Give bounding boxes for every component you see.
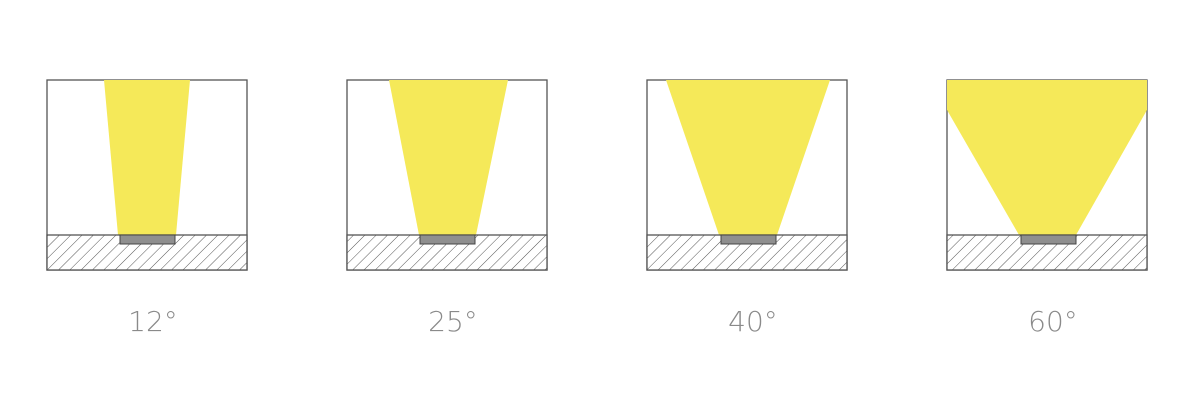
beam-panel-60: 60° xyxy=(946,79,1148,338)
light-beam xyxy=(666,80,830,235)
light-beam xyxy=(104,80,190,235)
beam-angle-label: 25° xyxy=(428,305,478,338)
led-strip xyxy=(419,234,476,245)
beam-angle-label: 12° xyxy=(128,305,178,338)
beam-panel-40: 40° xyxy=(646,79,848,338)
led-strip xyxy=(720,234,777,245)
light-beam xyxy=(389,80,508,235)
beam-panel-12: 12° xyxy=(46,79,248,338)
beam-angle-label: 60° xyxy=(1028,305,1078,338)
beam-panel-25: 25° xyxy=(346,79,548,338)
led-strip xyxy=(119,234,176,245)
beam-angle-label: 40° xyxy=(728,305,778,338)
led-strip xyxy=(1020,234,1077,245)
light-beam xyxy=(947,80,1147,235)
